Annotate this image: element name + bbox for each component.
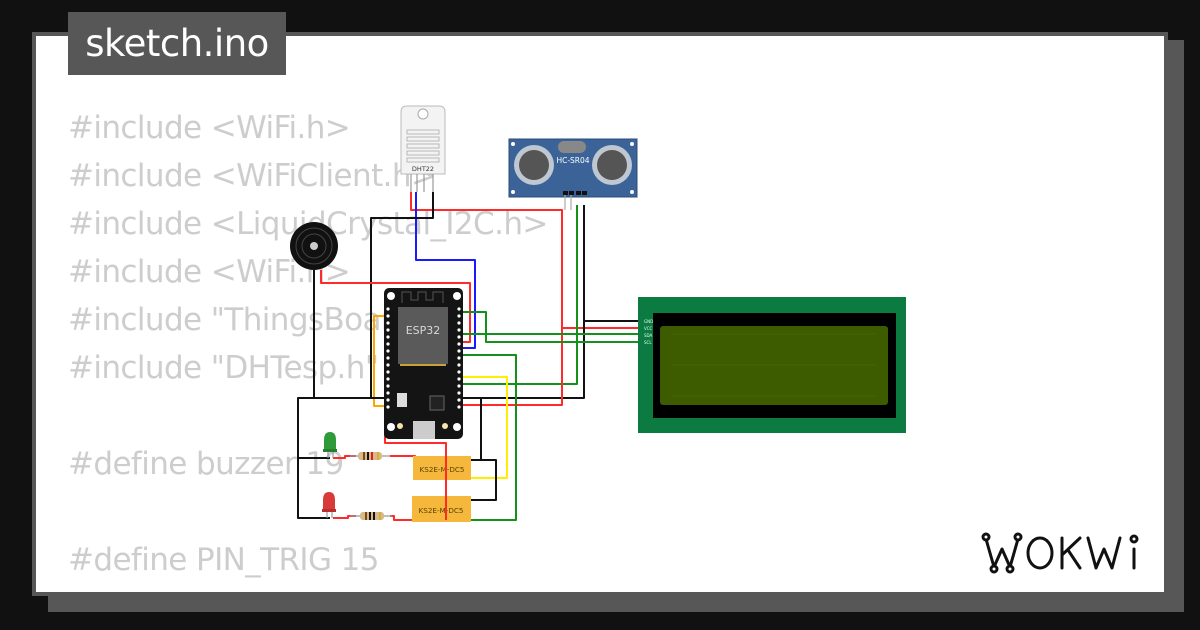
code-line: #define PIN_TRIG 15 (68, 542, 380, 578)
wire-black (470, 459, 497, 501)
wire-orange (373, 315, 388, 407)
code-line: #include <WiFiClient.h> (68, 158, 437, 194)
esp32-label: ESP32 (406, 324, 441, 337)
dht22-sensor[interactable]: DHT22 (400, 105, 446, 192)
lcd-pin-label: SCL (644, 340, 652, 345)
led-red[interactable] (322, 492, 336, 518)
preview-card: #include <WiFi.h> #include <WiFiClient.h… (32, 32, 1168, 596)
file-name-tab: sketch.ino (68, 12, 286, 75)
wire-black (460, 397, 482, 461)
code-line: #define buzzer 19 (68, 446, 344, 482)
lcd-display[interactable]: GND VCC SDA SCL (638, 297, 906, 433)
lcd-pin-label: VCC (644, 326, 653, 331)
esp32-board[interactable]: ESP32 (384, 288, 463, 439)
dht22-label: DHT22 (412, 165, 434, 173)
wire-red (410, 192, 640, 329)
wire-yellow (460, 376, 508, 479)
resistor (350, 452, 390, 460)
wire-red (390, 515, 413, 521)
lcd-pin-label: GND (644, 319, 653, 324)
wire-red (460, 328, 563, 406)
buzzer[interactable] (290, 222, 338, 270)
wire-blue (415, 192, 476, 349)
relay-2[interactable]: KS2E-M-DC5 (412, 496, 471, 522)
wire-black (583, 205, 640, 322)
wire-green (460, 311, 640, 343)
code-line: #include "DHTesp.h" (68, 350, 379, 386)
relay-2-label: KS2E-M-DC5 (419, 506, 464, 515)
wire-black (460, 321, 585, 399)
lcd-pin-label: SDA (644, 333, 653, 338)
code-line: #include <LiquidCrystal_I2C.h> (68, 206, 548, 242)
wire-green (460, 205, 578, 385)
led-green[interactable] (323, 432, 337, 458)
wokwi-logo (981, 532, 1139, 574)
esp32-pins-right (457, 307, 461, 409)
wire-green (460, 354, 517, 521)
relay-1[interactable]: KS2E-M-DC5 (413, 456, 471, 480)
wire-black (313, 270, 394, 399)
relay-1-label: KS2E-M-DC5 (420, 465, 465, 474)
wire-red (390, 455, 416, 462)
code-line: #include <WiFi.h> (68, 110, 351, 146)
wire-red (320, 270, 471, 343)
resistor (350, 512, 392, 520)
hc-sr04-sensor[interactable]: HC-SR04 (508, 138, 638, 210)
lcd-grid (672, 333, 876, 397)
code-line: #define PIN_ECHO 2 (68, 584, 548, 592)
esp32-pins-left (386, 307, 390, 409)
hc-sr04-label: HC-SR04 (556, 156, 589, 165)
